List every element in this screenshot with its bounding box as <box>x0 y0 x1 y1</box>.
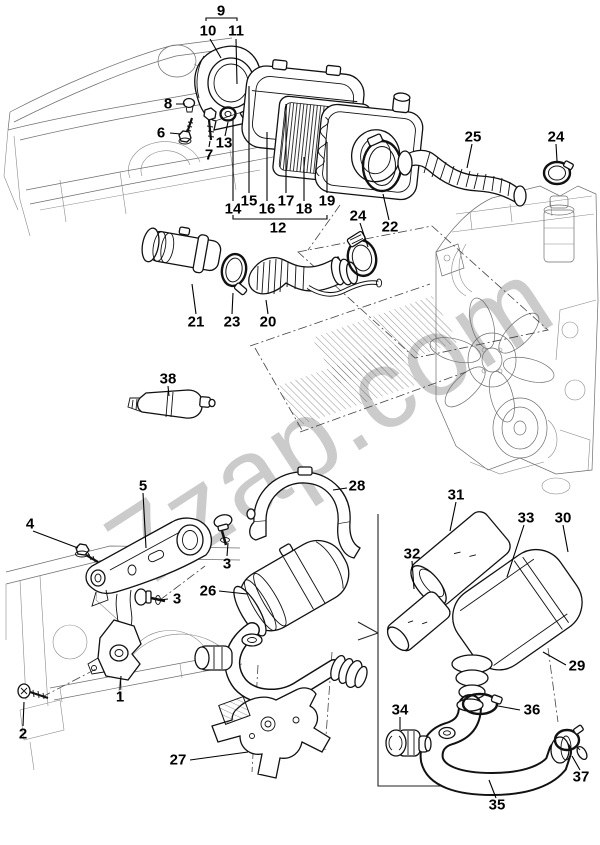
part-7-bolt <box>203 107 217 141</box>
part-26-side-plug <box>194 645 233 671</box>
part-37-clamp <box>553 724 588 761</box>
part-label-31: 31 <box>448 487 465 504</box>
part-label-37: 37 <box>573 769 590 786</box>
part-label-23: 23 <box>224 314 241 331</box>
part-36-clamp <box>461 692 503 716</box>
part-label-26: 26 <box>200 583 217 600</box>
engine-fan <box>429 297 555 423</box>
part-13-grommet <box>219 106 237 122</box>
part-label-21: 21 <box>188 314 205 331</box>
part-5-support-bracket <box>85 517 213 631</box>
part-label-32: 32 <box>404 546 421 563</box>
part-label-36: 36 <box>524 702 541 719</box>
engine-pulley <box>492 397 558 459</box>
part-24-clamp-right <box>542 160 574 186</box>
part-label-27: 27 <box>170 752 187 769</box>
part-label-3: 3 <box>223 556 231 573</box>
engine-context <box>429 185 599 495</box>
part-label-28: 28 <box>349 478 366 495</box>
part-4-bolt <box>75 543 99 563</box>
part-label-4: 4 <box>26 516 35 533</box>
detail-box-divider <box>357 514 466 787</box>
part-label-3: 3 <box>173 591 181 608</box>
part-label-33: 33 <box>518 510 535 527</box>
part-21-intake-pipe <box>141 226 222 274</box>
part-34-plug <box>385 729 432 757</box>
part-label-38: 38 <box>160 371 177 388</box>
part-label-12: 12 <box>270 220 287 237</box>
part-3-pin-lower <box>134 588 166 606</box>
part-label-34: 34 <box>392 702 409 719</box>
part-1-engine-mount <box>87 619 142 681</box>
part-label-24: 24 <box>548 129 565 146</box>
part-label-14: 14 <box>225 201 242 218</box>
part-25-intake-hose <box>397 149 527 207</box>
part-label-11: 11 <box>228 23 244 40</box>
part-20-corrugated-hose <box>248 256 383 297</box>
part-label-5: 5 <box>139 478 147 495</box>
part-label-25: 25 <box>465 129 482 146</box>
part-label-16: 16 <box>259 201 276 218</box>
part-label-8: 8 <box>164 96 172 113</box>
part-6-bolt <box>178 117 194 145</box>
part-label-9: 9 <box>217 3 225 20</box>
part-28-strap <box>246 466 361 559</box>
part-label-15: 15 <box>241 193 258 210</box>
part-label-30: 30 <box>555 510 572 527</box>
part-label-13: 13 <box>216 135 233 152</box>
engine-canister <box>543 195 575 263</box>
part-38-sealant-tube <box>127 389 216 419</box>
part-label-10: 10 <box>200 23 217 40</box>
part-label-20: 20 <box>260 314 277 331</box>
part-label-18: 18 <box>296 201 313 218</box>
part-8-nut <box>182 97 196 113</box>
part-label-1: 1 <box>116 689 124 706</box>
part-3-pin-upper <box>213 514 233 546</box>
part-label-17: 17 <box>278 193 295 210</box>
part-35-outlet-hose <box>419 694 572 797</box>
part-label-35: 35 <box>489 797 506 814</box>
part-label-6: 6 <box>157 125 165 142</box>
part-23-clamp <box>220 252 248 296</box>
hatched-body-panel <box>249 283 467 433</box>
part-2-screw <box>17 683 49 700</box>
part-label-29: 29 <box>569 658 586 675</box>
part-label-19: 19 <box>319 193 336 210</box>
part-30-29-air-cleaner-canister <box>451 548 583 700</box>
leader-lines <box>22 17 581 799</box>
part-label-24: 24 <box>350 208 367 225</box>
part-32-small-tube <box>386 591 451 652</box>
part-27-bottom-bracket <box>211 687 331 779</box>
part-label-22: 22 <box>382 219 399 236</box>
part-label-7: 7 <box>205 147 213 164</box>
part-26-resonator <box>194 539 368 705</box>
part-label-2: 2 <box>19 726 27 743</box>
